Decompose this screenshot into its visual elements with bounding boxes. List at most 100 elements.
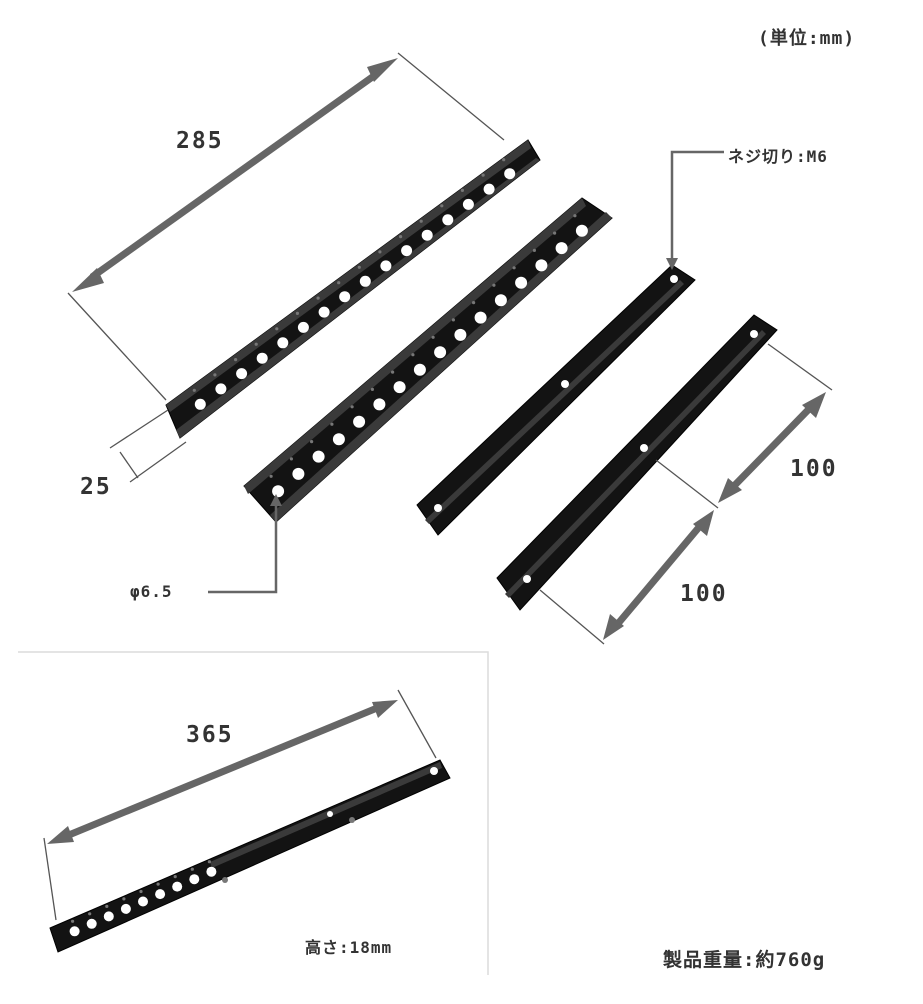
rail-pin bbox=[472, 301, 476, 305]
rail-pin bbox=[275, 327, 279, 331]
rail-hole bbox=[86, 918, 97, 929]
product-weight-label: 製品重量:約760g bbox=[663, 949, 826, 971]
pitch-upper-label: 100 bbox=[790, 456, 838, 482]
thread-label: ネジ切り:M6 bbox=[728, 147, 828, 166]
rail-pin bbox=[399, 235, 403, 239]
rail-pin bbox=[269, 474, 273, 478]
rail-pin bbox=[370, 387, 374, 391]
rail-hole bbox=[339, 291, 351, 303]
rail-hole bbox=[401, 245, 413, 257]
rail-pin bbox=[192, 388, 196, 392]
rail-hole bbox=[393, 381, 406, 394]
rail-pin bbox=[391, 370, 395, 374]
rail-pin bbox=[573, 214, 577, 218]
rail-pin bbox=[492, 283, 496, 287]
rail-pin bbox=[378, 250, 382, 254]
thread-hole bbox=[670, 275, 678, 283]
rail-pin bbox=[234, 358, 238, 362]
rail-hole bbox=[421, 229, 433, 241]
rail-pin bbox=[295, 311, 299, 315]
rail-hole bbox=[359, 275, 371, 287]
rail-hole bbox=[297, 321, 309, 333]
rail-width-label: 25 bbox=[80, 474, 112, 500]
hole-diameter-leader bbox=[208, 500, 278, 594]
extended-rail-holes bbox=[69, 860, 217, 937]
dimension-100-lower bbox=[539, 510, 714, 645]
rail-hole bbox=[483, 183, 495, 195]
rail-hole bbox=[373, 398, 386, 411]
rail-pin bbox=[289, 457, 293, 461]
rail-pin bbox=[419, 219, 423, 223]
rail-pin bbox=[207, 860, 211, 864]
rail-hole bbox=[442, 214, 454, 226]
rail-pin bbox=[88, 912, 92, 916]
rail-hole bbox=[206, 866, 217, 877]
rail-hole bbox=[318, 306, 330, 318]
thread-hole bbox=[750, 330, 758, 338]
rail-pin bbox=[105, 904, 109, 909]
rail-pin bbox=[330, 422, 334, 426]
rail-pin bbox=[254, 342, 258, 346]
section-divider bbox=[18, 651, 489, 975]
rail-hole bbox=[353, 415, 366, 428]
short-rail-1 bbox=[416, 264, 696, 536]
rail-hole bbox=[215, 383, 227, 395]
rail-hole bbox=[413, 363, 426, 376]
dimension-365 bbox=[43, 689, 437, 921]
rail-hole bbox=[292, 467, 305, 480]
rail-hole bbox=[194, 398, 206, 410]
thread-hole bbox=[561, 380, 569, 388]
rail-pin bbox=[502, 158, 506, 162]
rail-pin bbox=[431, 335, 435, 339]
rail-pin bbox=[451, 318, 455, 322]
rail-pin bbox=[71, 919, 75, 923]
rail-pin bbox=[316, 296, 320, 300]
thread-leader bbox=[670, 150, 724, 262]
short-rail-2 bbox=[496, 314, 778, 611]
rail-hole bbox=[535, 259, 548, 272]
rail-hole bbox=[256, 352, 268, 364]
rail-hole bbox=[575, 224, 588, 237]
rail-pin bbox=[190, 867, 194, 871]
rail-hole bbox=[434, 346, 447, 359]
dimension-25 bbox=[109, 409, 187, 483]
rail-hole bbox=[272, 485, 285, 498]
rail-2-holes bbox=[269, 214, 588, 498]
pitch-lower-label: 100 bbox=[680, 581, 728, 607]
rail-pin bbox=[337, 281, 341, 285]
long-rail-length-label: 285 bbox=[176, 128, 224, 154]
rail-pin bbox=[310, 440, 314, 444]
rail-hole bbox=[312, 450, 325, 463]
rail-pin bbox=[440, 204, 444, 208]
rail-pin bbox=[173, 875, 177, 879]
rail-pin bbox=[512, 266, 516, 270]
rail-pin bbox=[156, 882, 160, 886]
rail-hole bbox=[494, 294, 507, 307]
rail-hole bbox=[138, 896, 148, 907]
rail-hole bbox=[120, 903, 131, 914]
rail-hole bbox=[474, 311, 487, 324]
thread-hole bbox=[434, 504, 442, 512]
rail-1-holes bbox=[192, 158, 516, 410]
dimension-100-upper bbox=[655, 343, 833, 509]
rail-hole bbox=[454, 328, 467, 341]
rail-hole bbox=[504, 168, 516, 180]
rail-hole bbox=[236, 368, 248, 380]
rail-hole bbox=[189, 874, 200, 885]
unit-label: (単位:mm) bbox=[758, 28, 856, 49]
rail-pin bbox=[350, 405, 354, 409]
rail-hole bbox=[103, 911, 114, 922]
rail-hole bbox=[277, 337, 289, 349]
rail-pin bbox=[357, 265, 361, 269]
rail-pin bbox=[139, 889, 143, 894]
thread-hole bbox=[523, 575, 531, 583]
dimension-285 bbox=[67, 52, 505, 401]
rail-hole bbox=[515, 276, 528, 289]
rail-hole bbox=[69, 926, 80, 937]
hole-diameter-label: φ6.5 bbox=[130, 582, 173, 601]
extended-length-label: 365 bbox=[186, 722, 234, 748]
rail-hole bbox=[462, 198, 474, 210]
rail-hole bbox=[332, 433, 345, 446]
